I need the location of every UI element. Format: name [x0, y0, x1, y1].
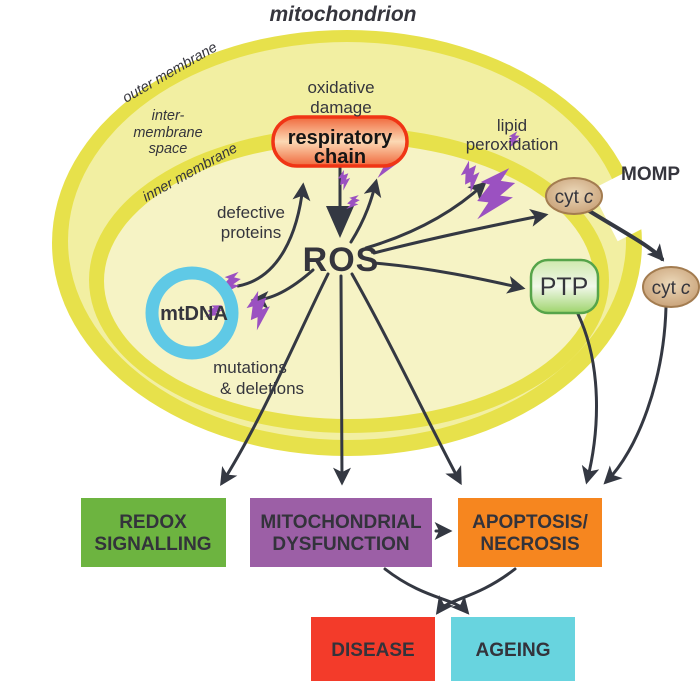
- arrow-ros-to-ptp: [372, 261, 526, 294]
- mutations-deletions-label-line1: mutations: [213, 358, 287, 377]
- lipid-peroxidation-label-line2: peroxidation: [466, 135, 559, 154]
- respiratory-chain-label-line1: respiratory: [288, 127, 393, 149]
- ptp-node: [529, 258, 600, 315]
- mitochondrial-dysfunction-box: [250, 498, 432, 567]
- disease-label: DISEASE: [331, 640, 414, 661]
- arrow-ros-to-mtdna: [250, 268, 315, 309]
- matrix: [104, 143, 594, 419]
- momp-label: MOMP: [621, 164, 680, 185]
- intermembrane-space-label-line1: inter-: [152, 108, 185, 124]
- outcome-boxes: REDOX SIGNALLING MITOCHONDRIAL DYSFUNCTI…: [81, 498, 602, 681]
- intermembrane-space-label-line3: space: [149, 141, 188, 157]
- oxidative-damage-label-line1: oxidative: [307, 78, 374, 97]
- cytc-word: cyt: [652, 278, 677, 299]
- mitochondrial-dysfunction-label-line1: MITOCHONDRIAL: [260, 512, 422, 533]
- cytc-inner-node: [545, 177, 603, 215]
- arrow-ros-to-redox: [220, 272, 330, 487]
- respiratory-chain-label-line2: chain: [314, 146, 366, 168]
- ros-label: ROS: [303, 241, 380, 279]
- arrow-ros-to-respchain: [349, 178, 382, 244]
- arrow-ros-to-lipid-peroxidation: [364, 181, 487, 250]
- arrow-ros-to-cytc: [372, 208, 549, 255]
- respiratory-chain-node: [271, 115, 409, 168]
- mtdna-ring: [145, 266, 239, 360]
- intermembrane-space-label-line2: membrane: [133, 125, 202, 141]
- disease-box: [311, 617, 435, 681]
- cytc-outer-node: [642, 266, 700, 308]
- cytc-italic-c: c: [584, 187, 594, 208]
- cytc-italic-c: c: [681, 278, 691, 299]
- mutations-deletions-label-line2: & deletions: [220, 379, 304, 398]
- arrowhead-respchain-to-ros: [326, 206, 354, 238]
- arrow-ptp-to-apoptosis: [576, 312, 600, 485]
- apoptosis-necrosis-label-line2: NECROSIS: [480, 534, 579, 555]
- diagram-title: mitochondrion: [270, 3, 417, 26]
- redox-signalling-label-line1: REDOX: [119, 512, 187, 533]
- arrow-cytc-to-apoptosis: [603, 305, 668, 485]
- arrow-apoptosis-to-disease: [435, 567, 517, 615]
- ageing-box: [451, 617, 575, 681]
- mitochondrial-dysfunction-label-line2: DYSFUNCTION: [272, 534, 409, 555]
- mtdna-label: mtDNA: [160, 303, 228, 325]
- ageing-label: AGEING: [476, 640, 551, 661]
- ptp-label: PTP: [540, 273, 589, 301]
- lipid-peroxidation-label-line1: lipid: [497, 116, 527, 135]
- momp-membrane-gap: [591, 168, 659, 242]
- cytc-word: cyt: [555, 187, 580, 208]
- arrow-dysfunction-to-ageing: [383, 567, 470, 615]
- redox-signalling-box: [81, 498, 226, 567]
- defective-proteins-label-line2: proteins: [221, 223, 281, 242]
- defective-proteins-label-line1: defective: [217, 203, 285, 222]
- apoptosis-necrosis-box: [458, 498, 602, 567]
- oxidative-damage-label-line2: damage: [310, 98, 371, 117]
- arrow-ros-to-dysfunction: [332, 274, 351, 486]
- arrow-cytc-release: [584, 207, 665, 262]
- redox-signalling-label-line2: SIGNALLING: [94, 534, 211, 555]
- arrow-defective-proteins-to-respchain: [236, 182, 311, 288]
- arrow-ros-to-apoptosis: [350, 272, 462, 486]
- apoptosis-necrosis-label-line1: APOPTOSIS/: [472, 512, 589, 533]
- arrow-layer: [220, 166, 668, 615]
